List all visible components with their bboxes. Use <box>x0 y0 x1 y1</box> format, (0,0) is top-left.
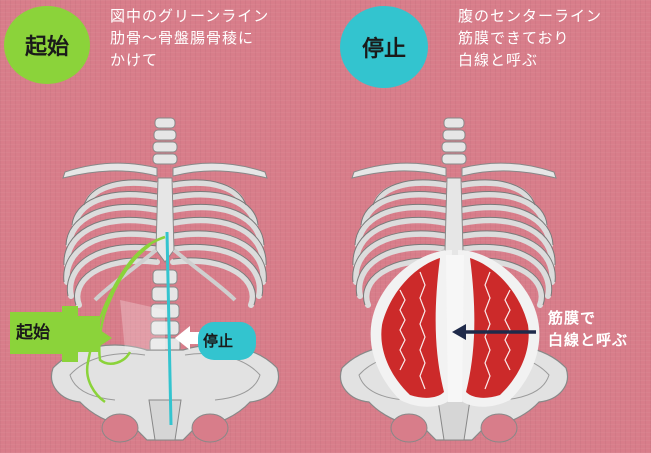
origin-callout-label: 起始 <box>16 323 50 343</box>
insertion-badge: 停止 <box>340 6 428 88</box>
insertion-callout-label: 停止 <box>203 332 234 350</box>
insertion-description-line: 腹のセンターライン <box>458 7 603 25</box>
origin-callout-shape <box>10 306 112 362</box>
origin-badge-label: 起始 <box>24 35 69 60</box>
origin-badge: 起始 <box>4 6 90 84</box>
insertion-description-line: 白線と呼ぶ <box>458 51 539 69</box>
origin-description-line: 肋骨～骨盤腸骨稜に <box>110 29 255 47</box>
origin-description: 図中のグリーンライン 肋骨～骨盤腸骨稜に かけて <box>110 5 269 71</box>
origin-description-line: かけて <box>110 51 159 69</box>
insertion-badge-label: 停止 <box>361 37 406 62</box>
rectus-abdominis-muscle <box>370 250 540 407</box>
insertion-callout-shape <box>198 322 256 360</box>
insertion-line <box>165 231 173 426</box>
fascia-note-line: 白線と呼ぶ <box>548 331 629 349</box>
insertion-description: 腹のセンターライン 筋膜できており 白線と呼ぶ <box>458 5 602 71</box>
fascia-note: 筋膜で 白線と呼ぶ <box>548 307 628 351</box>
insertion-description-line: 筋膜できており <box>458 29 570 47</box>
origin-description-line: 図中のグリーンライン <box>110 7 270 25</box>
right-skeleton <box>341 118 568 442</box>
left-skeleton <box>10 118 278 442</box>
fascia-note-line: 筋膜で <box>548 309 597 327</box>
